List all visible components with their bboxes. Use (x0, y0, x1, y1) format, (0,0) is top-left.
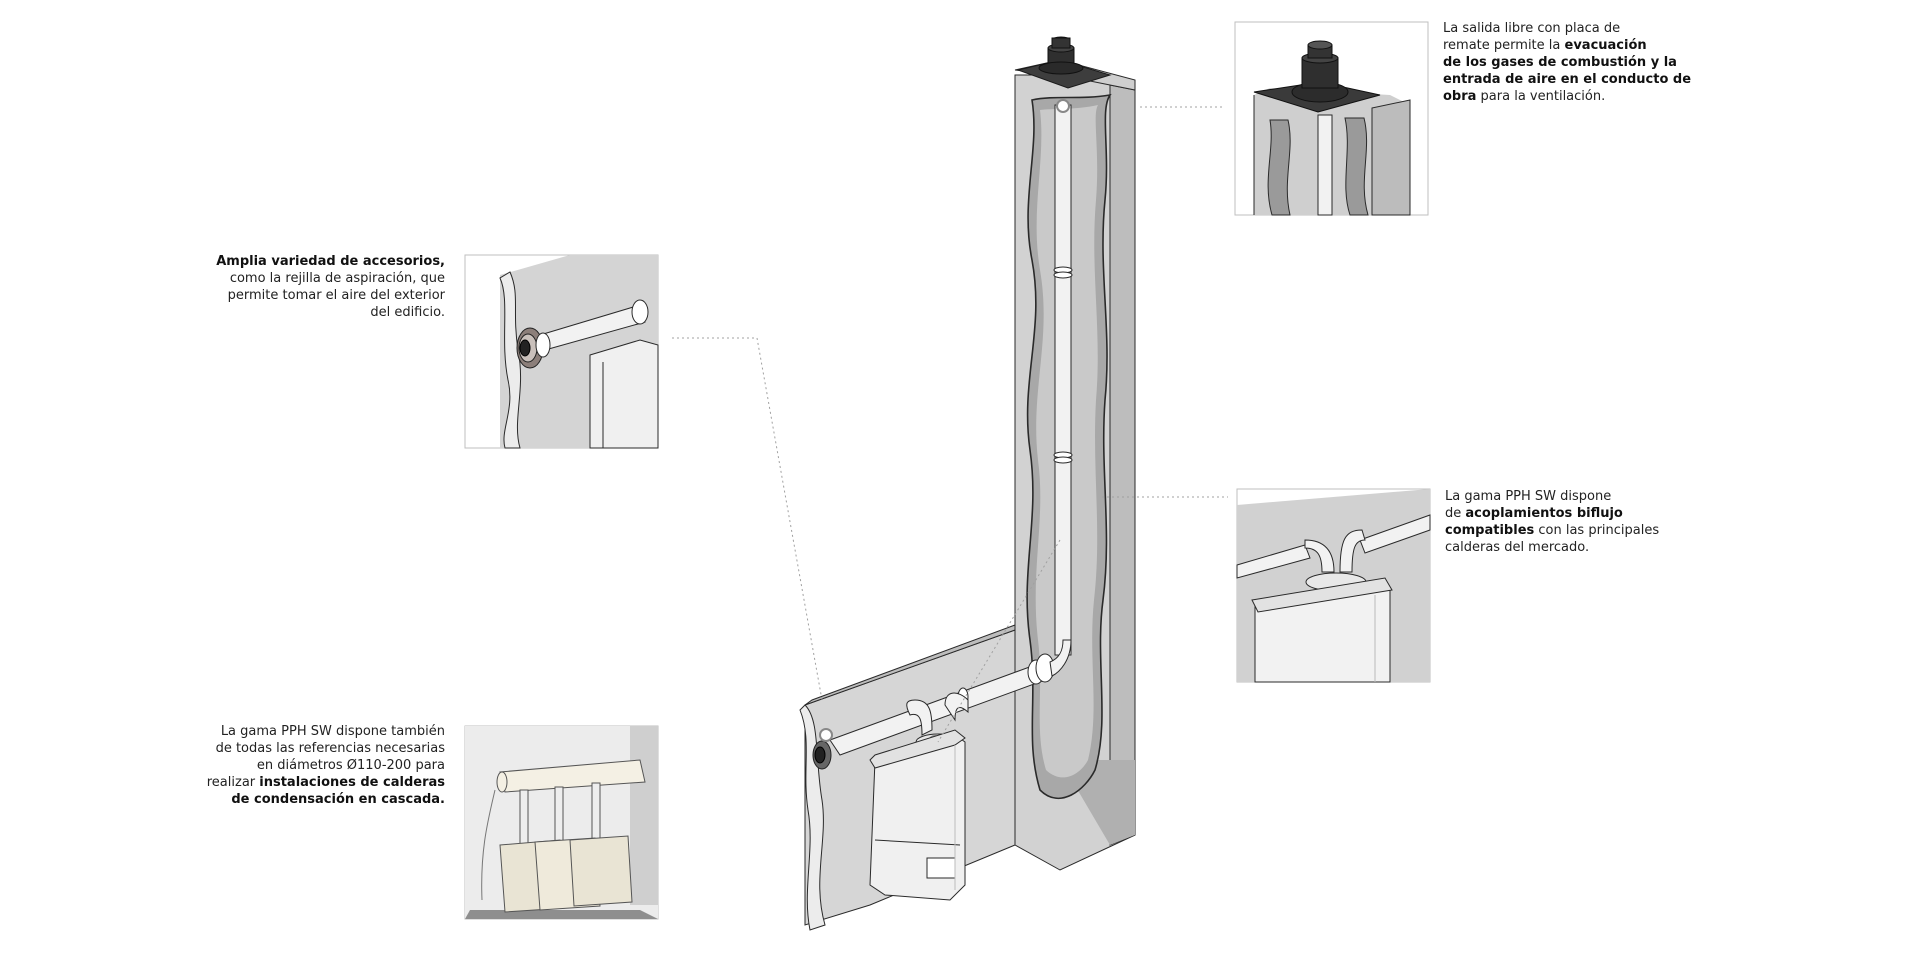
bold-text: compatibles (1445, 523, 1535, 538)
callout-line: del edificio. (198, 304, 445, 321)
callout-grill: Amplia variedad de accesorios, como la re… (198, 253, 445, 321)
callout-line: Amplia variedad de accesorios, (198, 253, 445, 270)
callout-line: La gama PPH SW dispone (1445, 488, 1685, 505)
callout-line: La gama PPH SW dispone también (198, 723, 445, 740)
bold-text: evacuación (1564, 38, 1647, 53)
callout-cascade: La gama PPH SW dispone también de todas l… (198, 723, 445, 808)
vertical-shaft (1014, 36, 1136, 871)
callout-line: La salida libre con placa de (1443, 20, 1683, 37)
callout-line: en diámetros Ø110-200 para (198, 757, 445, 774)
inset-terminal (1234, 21, 1429, 216)
text: permite tomar el aire del exterior (227, 288, 445, 303)
inset-grill (464, 254, 659, 449)
text: de todas las referencias necesarias (215, 741, 445, 756)
text: La salida libre con placa de (1443, 21, 1621, 36)
callout-line: obra para la ventilación. (1443, 88, 1683, 105)
text: del edificio. (370, 305, 445, 320)
callout-line: de acoplamientos biflujo (1445, 505, 1685, 522)
callout-line: de condensación en cascada. (198, 791, 445, 808)
callout-line: remate permite la evacuación (1443, 37, 1683, 54)
text: de (1445, 506, 1466, 521)
text: con las principales (1534, 523, 1660, 538)
callout-line: de todas las referencias necesarias (198, 740, 445, 757)
bold-text: entrada de aire en el conducto de (1443, 72, 1692, 87)
bold-text: de los gases de combustión y la (1443, 55, 1677, 70)
main-illustration (672, 36, 1228, 931)
text: para la ventilación. (1476, 89, 1606, 104)
bold-text: acoplamientos biflujo (1465, 506, 1623, 521)
leader-lines (672, 106, 1228, 743)
callout-line: entrada de aire en el conducto de (1443, 71, 1691, 88)
boiler (869, 729, 966, 901)
callout-line: realizar instalaciones de calderas (198, 774, 445, 791)
text: La gama PPH SW dispone (1445, 489, 1612, 504)
text: como la rejilla de aspiración, que (229, 271, 445, 286)
text: La gama PPH SW dispone también (220, 724, 445, 739)
callout-line: de los gases de combustión y la (1443, 54, 1683, 71)
bold-text: obra (1443, 89, 1477, 104)
bold-text: instalaciones de calderas (259, 775, 445, 790)
text: realizar (206, 775, 260, 790)
callout-line: como la rejilla de aspiración, que (198, 270, 445, 287)
text: en diámetros Ø110-200 para (256, 758, 445, 773)
text: remate permite la (1443, 38, 1565, 53)
inset-cascade (464, 725, 659, 920)
bold-text: de condensación en cascada. (231, 792, 445, 807)
callout-line: compatibles con las principales (1445, 522, 1685, 539)
bold-text: Amplia variedad de accesorios, (216, 254, 445, 269)
text: calderas del mercado. (1445, 540, 1590, 555)
callout-line: permite tomar el aire del exterior (198, 287, 445, 304)
inset-coupling (1236, 488, 1431, 683)
callout-line: calderas del mercado. (1445, 539, 1685, 556)
